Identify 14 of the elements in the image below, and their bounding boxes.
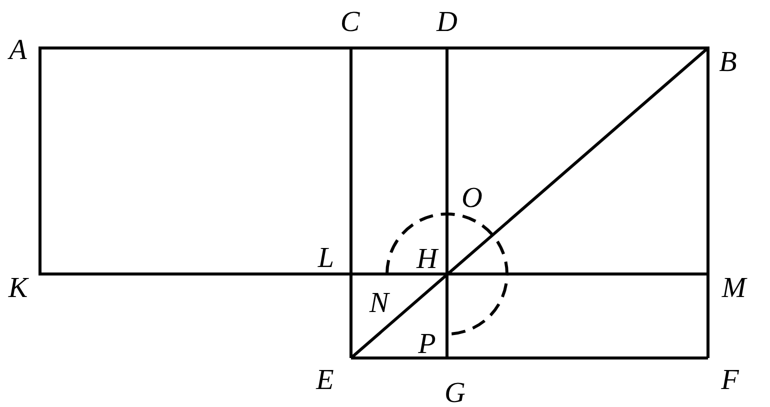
point-label: D [436,11,458,33]
point-label: B [719,51,737,73]
point-label: P [418,333,436,355]
point-label: A [9,39,27,61]
point-label: K [8,277,28,299]
point-label: G [444,382,466,404]
point-label: M [722,277,746,299]
point-label: E [316,369,334,391]
point-label: F [721,369,739,391]
point-label: O [462,187,482,209]
point-label: L [318,247,334,269]
point-label: N [369,292,389,314]
point-label: H [416,248,438,270]
point-label: C [340,11,360,33]
